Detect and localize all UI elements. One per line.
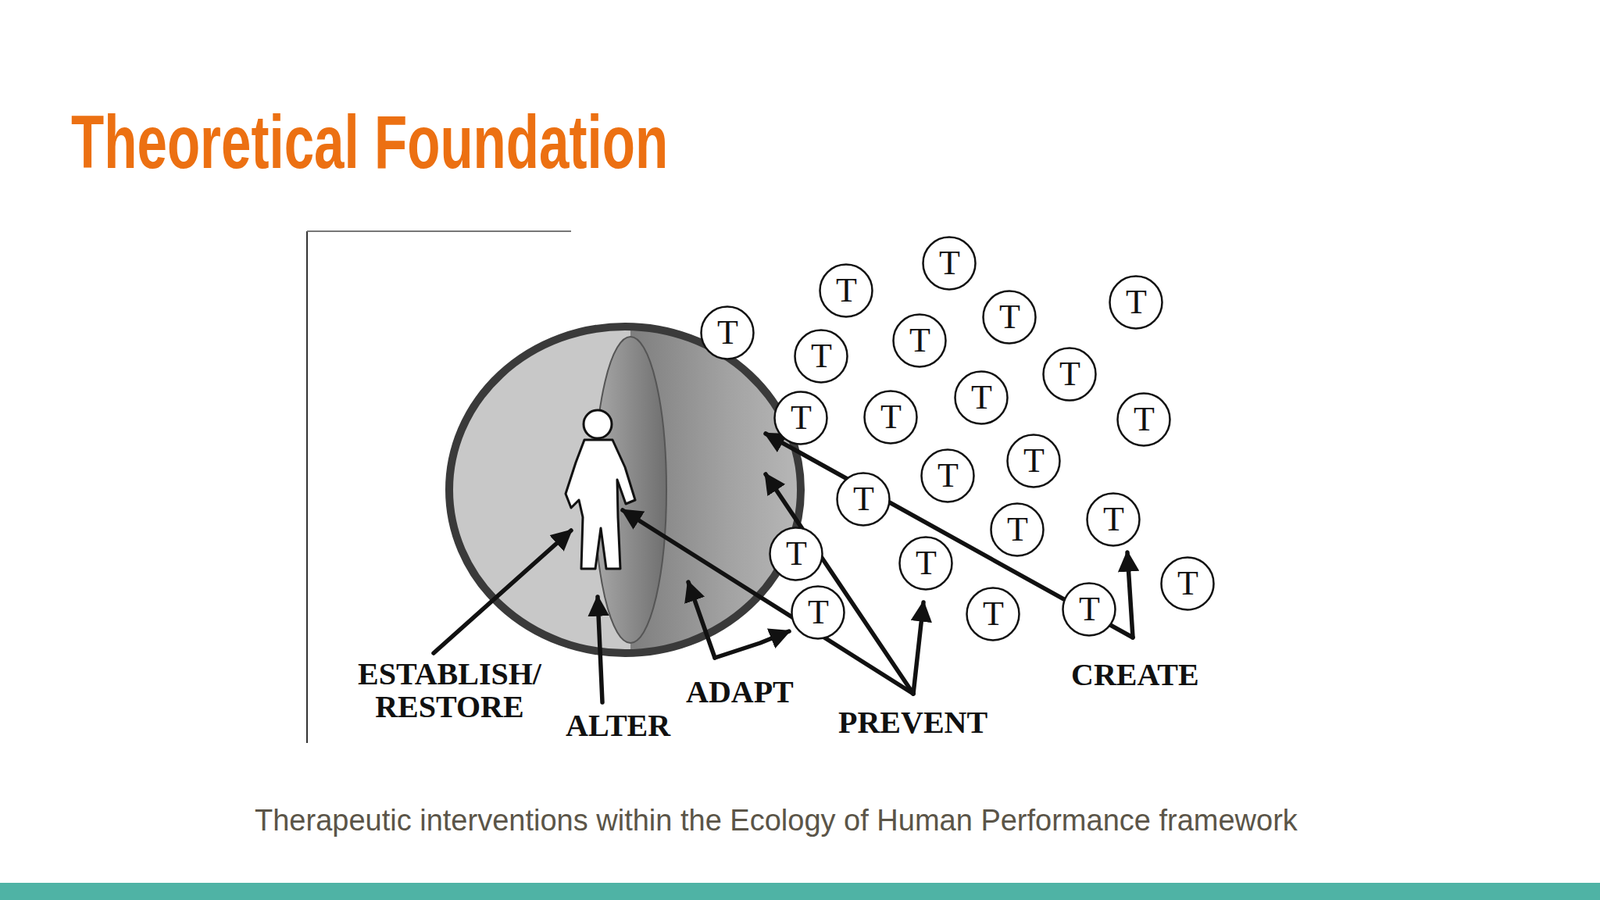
- task-letter: T: [1023, 443, 1045, 479]
- task-circle: T: [863, 389, 918, 445]
- frame-line: [307, 230, 572, 233]
- task-circle: T: [892, 313, 947, 368]
- task-circle: T: [921, 235, 977, 291]
- task-circle: T: [1042, 346, 1097, 402]
- circle-shape: [820, 264, 873, 318]
- task-circle: T: [773, 390, 829, 446]
- slide-title: Theoretical Foundation: [71, 104, 668, 180]
- circle-shape: [967, 588, 1020, 641]
- task-letter: T: [1125, 285, 1147, 320]
- circle-shape: [1063, 583, 1116, 636]
- circle-shape: [983, 291, 1036, 344]
- task-circle: T: [835, 471, 891, 527]
- task-letter: T: [810, 339, 833, 374]
- circle-shape: [770, 528, 823, 581]
- intervention-label: CREATE: [1071, 658, 1200, 692]
- task-circle: T: [790, 585, 846, 640]
- task-circle: T: [700, 305, 755, 361]
- task-letter: T: [1059, 357, 1081, 392]
- task-letter: T: [909, 323, 931, 358]
- create-arrow: [1127, 552, 1133, 638]
- task-circle: T: [1116, 392, 1172, 447]
- circle-shape: [1087, 493, 1140, 547]
- intervention-label: ALTER: [565, 709, 671, 743]
- circle-shape: [701, 307, 754, 360]
- circle-shape: [1043, 348, 1097, 401]
- prevent-arrow: [913, 602, 924, 694]
- task-circle: T: [989, 502, 1045, 558]
- task-letter: T: [880, 400, 902, 435]
- task-letter: T: [939, 246, 961, 281]
- circle-shape: [1007, 435, 1061, 488]
- task-letter: T: [1133, 402, 1155, 437]
- circle-shape: [923, 237, 976, 290]
- task-circle: T: [1061, 582, 1117, 637]
- intervention-label: ESTABLISH/ RESTORE: [357, 657, 542, 724]
- circle-shape: [864, 391, 918, 444]
- task-letter: T: [982, 596, 1004, 632]
- circle-shape: [955, 371, 1008, 425]
- task-letter: T: [971, 380, 993, 415]
- prevent-arrow: [622, 510, 914, 694]
- task-circle: T: [920, 448, 975, 504]
- task-letter: T: [999, 300, 1021, 335]
- intervention-label: ADAPT: [685, 675, 794, 709]
- establish-arrow: [433, 530, 572, 654]
- task-letter: T: [937, 458, 959, 493]
- task-letter: T: [785, 536, 808, 572]
- task-circle: T: [953, 370, 1009, 425]
- task-circle: T: [793, 328, 849, 384]
- task-letter: T: [1007, 512, 1029, 547]
- circle-shape: [991, 503, 1044, 557]
- task-circle: T: [1085, 492, 1141, 547]
- create-arrow: [765, 433, 1133, 638]
- alter-arrow: [597, 596, 603, 703]
- circle-shape: [1117, 393, 1171, 447]
- task-circle: T: [1108, 275, 1164, 330]
- circle-shape: [792, 586, 845, 640]
- task-letter: T: [835, 273, 858, 308]
- task-letter: T: [915, 546, 937, 581]
- task-letter: T: [717, 315, 739, 350]
- context-sphere: [449, 320, 807, 657]
- circle-shape: [1161, 557, 1215, 611]
- circle-shape: [775, 392, 828, 445]
- task-letter: T: [1177, 566, 1199, 601]
- task-letter: T: [1103, 502, 1125, 537]
- circle-shape: [1110, 276, 1163, 329]
- task-circle: T: [818, 263, 874, 318]
- task-circle: T: [1160, 556, 1215, 611]
- task-circle: T: [965, 586, 1021, 642]
- circle-shape: [795, 330, 848, 383]
- person-figure: [565, 410, 636, 569]
- task-circle: T: [768, 526, 824, 582]
- adapt-arrow: [688, 582, 715, 658]
- circle-shape: [893, 314, 947, 368]
- task-letter: T: [790, 400, 812, 436]
- intervention-label: PREVENT: [838, 706, 988, 740]
- task-letter: T: [807, 595, 829, 630]
- figure-caption: Therapeutic interventions within the Eco…: [254, 803, 1298, 840]
- task-letter: T: [1078, 592, 1100, 627]
- task-circle: T: [982, 289, 1037, 345]
- footer-bar: [0, 882, 1600, 900]
- circle-shape: [900, 537, 953, 590]
- task-letter: T: [853, 482, 875, 517]
- adapt-arrow: [714, 631, 790, 658]
- task-circle: T: [898, 535, 954, 591]
- circle-shape: [837, 473, 890, 526]
- frame-line: [306, 231, 308, 743]
- circle-shape: [921, 450, 975, 503]
- task-circle: T: [1006, 433, 1061, 489]
